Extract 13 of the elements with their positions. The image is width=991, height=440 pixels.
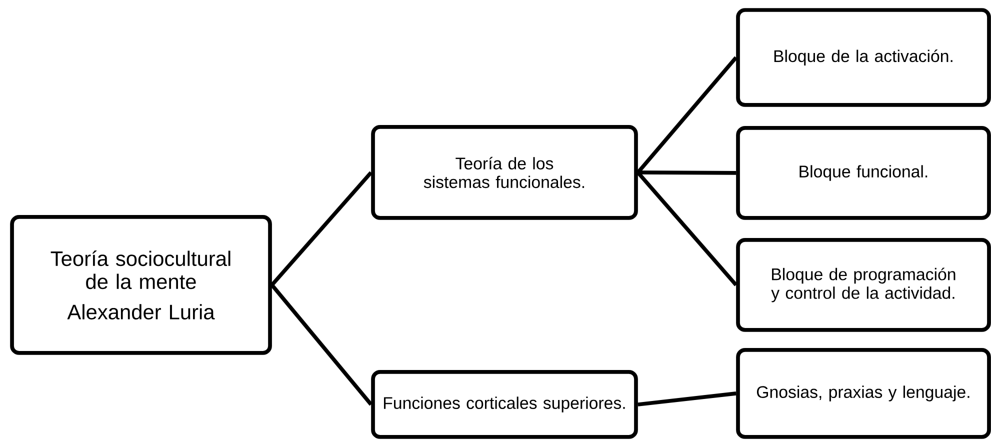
text-box: Funciones corticales superiores. [371,370,638,439]
text-box: Teoría de los sistemas funcionales. [371,125,638,220]
connector-line [270,284,373,406]
text-box: Bloque funcional. [736,126,991,220]
text-box: Teoría sociocultural de la mente Alexander Luria [10,215,272,355]
connector-line [636,171,738,286]
text-box: Bloque de programación y control de la actividad. [736,238,991,332]
connector-line [636,56,738,174]
text-box: Bloque de la activación. [736,8,991,107]
connector-line [638,170,736,175]
connector-line [638,392,736,406]
connector-line [270,171,373,286]
text-box: Gnosias, praxias y lenguaje. [736,348,991,439]
